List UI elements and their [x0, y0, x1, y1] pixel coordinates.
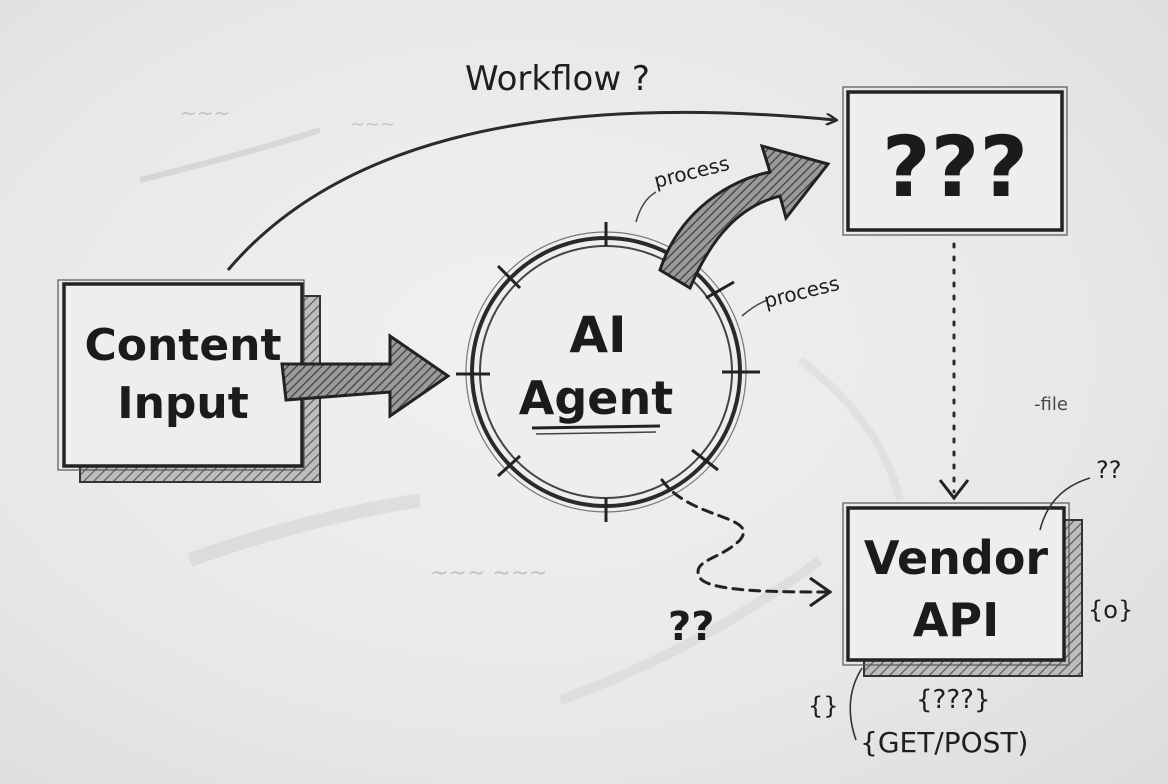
unknown-box-label: ??? — [882, 118, 1028, 216]
ai-agent-underline — [531, 424, 661, 430]
vendor-api-frame — [846, 506, 1066, 662]
vendor-api-line2: API — [913, 593, 999, 647]
faint-scribble-2: ~~~ — [350, 114, 395, 135]
content-input-line1: Content — [84, 320, 281, 371]
get-post-label: {GET/POST) — [860, 726, 1028, 759]
vendor-api-line1: Vendor — [864, 531, 1049, 585]
vendor-api-box: Vendor API — [842, 502, 1083, 677]
background-smudges — [139, 127, 904, 705]
faint-scribble-1: ~~~ — [180, 101, 230, 125]
side-question-label: ?? — [1096, 456, 1121, 484]
agent-to-unknown-arrow — [658, 143, 831, 291]
process-label-top: process — [651, 151, 731, 193]
file-note: -file — [1034, 394, 1068, 415]
content-input-box: Content Input — [57, 279, 321, 483]
ai-agent-line1: AI — [569, 306, 626, 364]
braces-placeholder: {???} — [916, 685, 990, 715]
input-to-agent-arrow — [280, 333, 451, 419]
content-input-line2: Input — [117, 378, 249, 429]
faint-scribble-3: ~~~ ~~~ — [430, 561, 548, 586]
workflow-arrow — [226, 110, 835, 271]
dashed-question-label: ?? — [668, 604, 714, 650]
unknown-box: ??? — [842, 86, 1068, 236]
process-leader-right — [741, 299, 769, 317]
content-input-frame — [62, 282, 304, 468]
unknown-to-vendor-arrowhead — [938, 479, 970, 501]
ai-agent-circle: AI Agent — [456, 222, 760, 522]
agent-to-vendor-arrowhead — [809, 576, 833, 608]
side-question-leader — [1039, 477, 1091, 531]
workflow-label: Workflow ? — [465, 59, 650, 99]
brace-note: {} — [808, 692, 839, 720]
process-leader-top — [635, 191, 657, 223]
bracket-note: {o} — [1088, 596, 1133, 624]
get-post-leader — [849, 667, 863, 741]
process-label-right: process — [761, 271, 841, 313]
agent-to-vendor-dashed-arrow — [660, 478, 830, 594]
ai-agent-line2: Agent — [519, 371, 673, 425]
